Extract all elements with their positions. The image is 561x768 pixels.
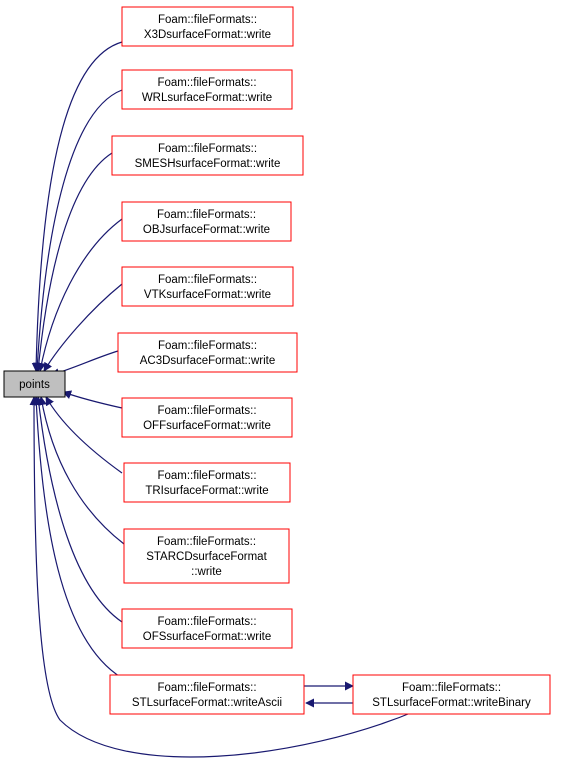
edge-obj-to-points (37, 218, 123, 372)
edge-vtk-to-points (43, 283, 123, 372)
node-starcd-label-line: STARCDsurfaceFormat (146, 551, 267, 563)
edge-x3d-to-points (31, 41, 123, 372)
node-ac3d[interactable]: Foam::fileFormats::AC3DsurfaceFormat::wr… (117, 332, 298, 373)
edge-wrl-to-points (32, 89, 123, 372)
node-starcd[interactable]: Foam::fileFormats::STARCDsurfaceFormat::… (123, 528, 290, 584)
node-ac3d-label-line: Foam::fileFormats:: (158, 340, 257, 352)
node-smesh-label-line: SMESHsurfaceFormat::write (135, 158, 281, 170)
node-obj[interactable]: Foam::fileFormats::OBJsurfaceFormat::wri… (121, 201, 292, 242)
node-obj-label-line: Foam::fileFormats:: (157, 209, 256, 221)
node-off-box (121, 397, 293, 438)
node-wrl-label-line: Foam::fileFormats:: (157, 77, 256, 89)
node-starcd-label-line: ::write (191, 566, 222, 578)
node-vtk-box (121, 266, 294, 307)
node-wrl[interactable]: Foam::fileFormats::WRLsurfaceFormat::wri… (121, 69, 293, 110)
node-stlbinary[interactable]: Foam::fileFormats::STLsurfaceFormat::wri… (352, 674, 551, 715)
node-ac3d-box (117, 332, 298, 373)
node-tri[interactable]: Foam::fileFormats::TRIsurfaceFormat::wri… (123, 462, 291, 503)
node-ofs-label-line: OFSsurfaceFormat::write (143, 631, 271, 643)
node-points[interactable]: points (3, 370, 66, 398)
edge-tri-to-points (45, 396, 123, 474)
edge-off-to-points (62, 390, 123, 409)
node-ofs-box (121, 608, 293, 649)
edge-smesh-to-points (34, 152, 113, 372)
node-stlascii[interactable]: Foam::fileFormats::STLsurfaceFormat::wri… (109, 674, 305, 715)
node-ac3d-label-line: AC3DsurfaceFormat::write (140, 355, 275, 367)
node-stlascii-box (109, 674, 305, 715)
node-tri-label-line: Foam::fileFormats:: (157, 470, 256, 482)
node-obj-box (121, 201, 292, 242)
node-x3d-box (121, 6, 294, 47)
node-starcd-label-line: Foam::fileFormats:: (157, 536, 256, 548)
node-wrl-box (121, 69, 293, 110)
node-wrl-label-line: WRLsurfaceFormat::write (142, 92, 272, 104)
node-smesh-box (111, 135, 304, 176)
node-vtk[interactable]: Foam::fileFormats::VTKsurfaceFormat::wri… (121, 266, 294, 307)
node-x3d-label-line: X3DsurfaceFormat::write (144, 29, 271, 41)
node-stlbinary-label-line: Foam::fileFormats:: (402, 682, 501, 694)
node-off[interactable]: Foam::fileFormats::OFFsurfaceFormat::wri… (121, 397, 293, 438)
node-tri-label-line: TRIsurfaceFormat::write (145, 485, 268, 497)
node-x3d[interactable]: Foam::fileFormats::X3DsurfaceFormat::wri… (121, 6, 294, 47)
edge-starcd-to-points (37, 396, 125, 545)
node-vtk-label-line: Foam::fileFormats:: (158, 274, 257, 286)
node-x3d-label-line: Foam::fileFormats:: (158, 14, 257, 26)
node-off-label-line: Foam::fileFormats:: (157, 405, 256, 417)
node-smesh-label-line: Foam::fileFormats:: (158, 143, 257, 155)
node-obj-label-line: OBJsurfaceFormat::write (143, 224, 270, 236)
node-points-label: points (19, 379, 50, 391)
node-ofs-label-line: Foam::fileFormats:: (157, 616, 256, 628)
node-stlbinary-box (352, 674, 551, 715)
node-tri-box (123, 462, 291, 503)
node-ofs[interactable]: Foam::fileFormats::OFSsurfaceFormat::wri… (121, 608, 293, 649)
node-vtk-label-line: VTKsurfaceFormat::write (144, 289, 271, 301)
node-stlascii-label-line: Foam::fileFormats:: (157, 682, 256, 694)
edge-stlbinary-to-points (29, 396, 419, 758)
edge-ofs-to-points (34, 396, 123, 623)
node-smesh[interactable]: Foam::fileFormats::SMESHsurfaceFormat::w… (111, 135, 304, 176)
node-stlbinary-label-line: STLsurfaceFormat::writeBinary (372, 697, 531, 709)
node-stlascii-label-line: STLsurfaceFormat::writeAscii (132, 697, 282, 709)
node-off-label-line: OFFsurfaceFormat::write (143, 420, 271, 432)
edge-stlascii-to-points (31, 396, 123, 679)
node-starcd-box (123, 528, 290, 584)
